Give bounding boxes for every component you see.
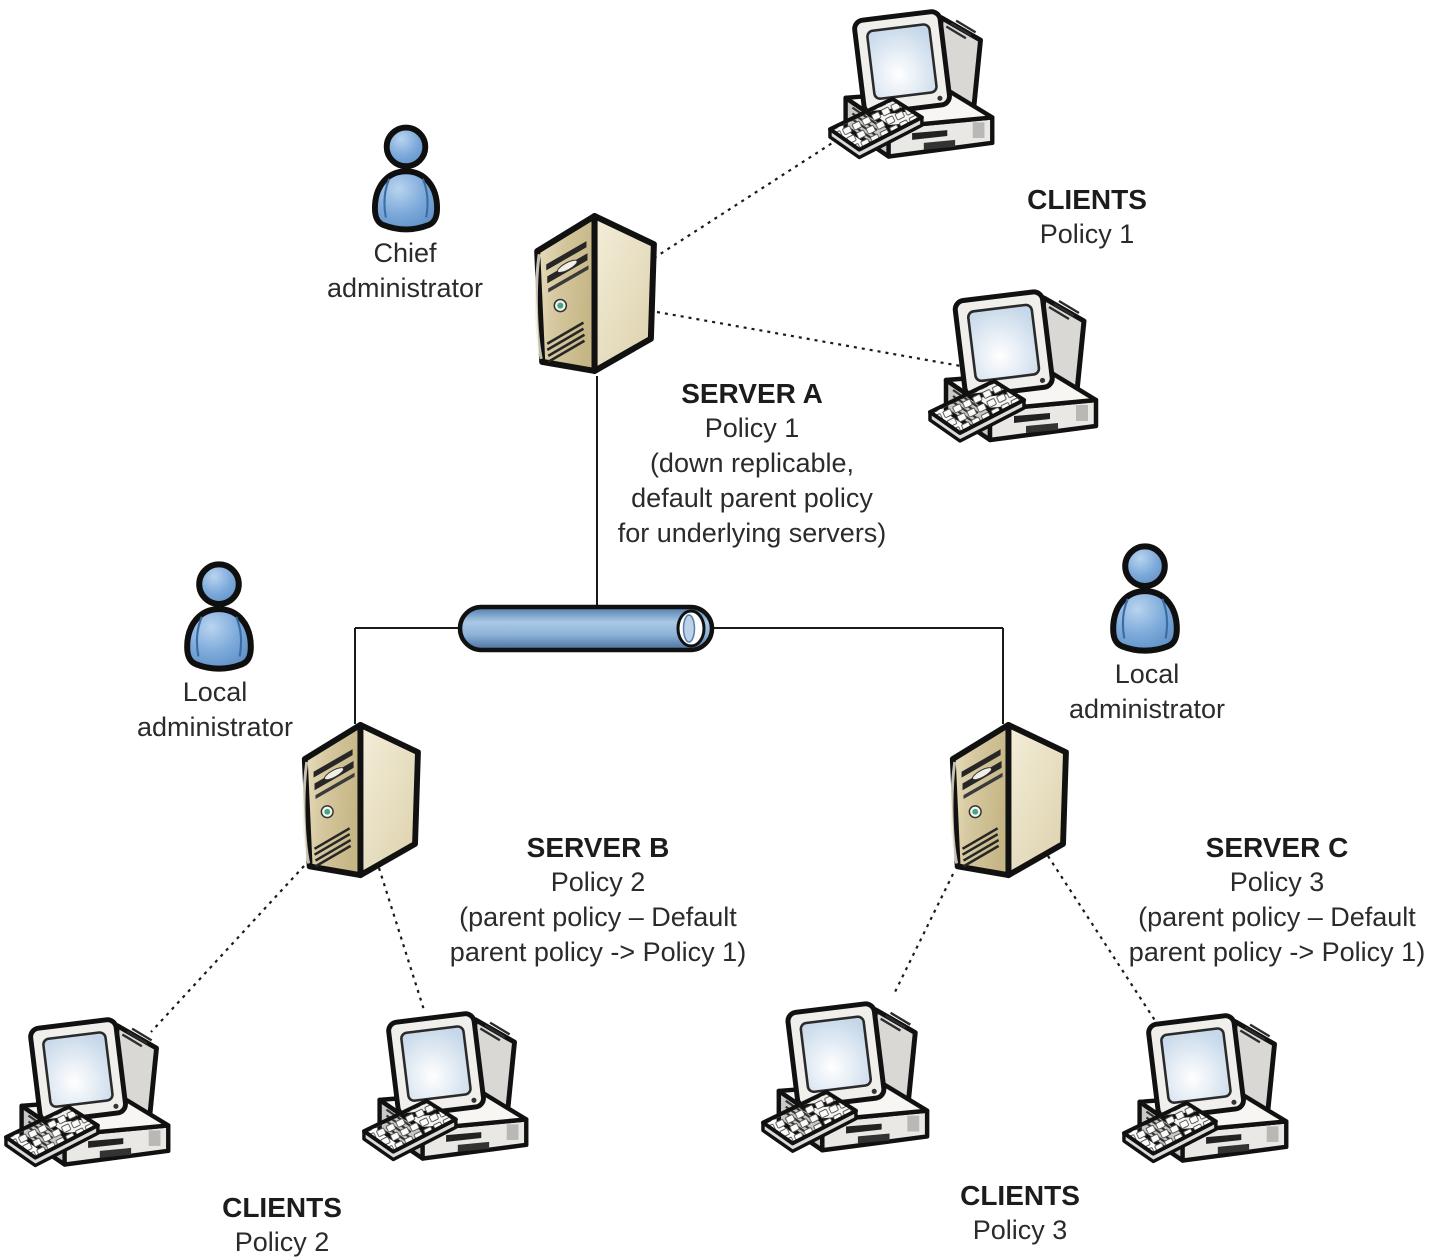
server-c-icon	[938, 721, 1070, 882]
local-administrator-right-label: Local administrator	[1069, 657, 1225, 727]
clients-policy-3-title: CLIENTS	[960, 1180, 1080, 1211]
server-a-policy: Policy 1	[704, 413, 800, 443]
server-c-policy: Policy 3	[1229, 867, 1325, 897]
server-a-note-2: default parent policy	[631, 483, 873, 513]
clients-policy-1-subtitle: Policy 1	[1039, 219, 1135, 249]
server-b-icon	[290, 721, 422, 882]
server-a-note-1: (down replicable,	[649, 448, 855, 478]
clients-policy-3-subtitle: Policy 3	[972, 1215, 1068, 1245]
local-administrator-left-label: Local administrator	[137, 675, 293, 745]
server-c-note-1: (parent policy – Default	[1138, 902, 1416, 932]
clients-policy-1-label: CLIENTS Policy 1	[1027, 182, 1147, 252]
network-bus-icon	[457, 604, 715, 653]
server-b-label: SERVER B Policy 2 (parent policy – Defau…	[450, 830, 746, 970]
server-a-note-3: for underlying servers)	[617, 518, 887, 548]
client-computer-top-2-icon	[928, 284, 1108, 464]
local-administrator-right-line2: administrator	[1068, 694, 1226, 724]
clients-policy-2-title: CLIENTS	[222, 1192, 342, 1223]
chief-administrator-icon	[364, 122, 448, 234]
server-c-label: SERVER C Policy 3 (parent policy – Defau…	[1129, 830, 1425, 970]
clients-policy-2-subtitle: Policy 2	[234, 1227, 330, 1257]
clients-policy-2-label: CLIENTS Policy 2	[222, 1190, 342, 1260]
server-c-note-2: parent policy -> Policy 1)	[1128, 937, 1426, 967]
server-a-title: SERVER A	[681, 378, 823, 409]
chief-administrator-label-line1: Chief	[373, 238, 437, 268]
local-administrator-right-line1: Local	[1114, 659, 1180, 689]
clients-policy-3-label: CLIENTS Policy 3	[960, 1178, 1080, 1248]
server-b-note-2: parent policy -> Policy 1)	[449, 937, 747, 967]
server-c-title: SERVER C	[1205, 832, 1349, 863]
server-b-title: SERVER B	[526, 832, 670, 863]
local-administrator-left-line2: administrator	[136, 712, 294, 742]
client-computer-bottom-right-1-icon	[760, 996, 940, 1174]
server-a-icon	[522, 212, 658, 378]
client-computer-top-1-icon	[828, 4, 1004, 180]
client-computer-bottom-left-2-icon	[362, 1006, 538, 1182]
local-administrator-left-line1: Local	[182, 677, 248, 707]
chief-administrator-label-line2: administrator	[326, 273, 484, 303]
server-b-note-1: (parent policy – Default	[459, 902, 737, 932]
server-b-policy: Policy 2	[550, 867, 646, 897]
client-computer-bottom-right-2-icon	[1122, 1008, 1298, 1184]
client-computer-bottom-left-1-icon	[4, 1012, 180, 1188]
chief-administrator-label: Chief administrator	[327, 236, 483, 306]
clients-policy-1-title: CLIENTS	[1027, 184, 1147, 215]
local-administrator-right-icon	[1102, 541, 1188, 655]
local-administrator-left-icon	[176, 559, 262, 673]
server-a-label: SERVER A Policy 1 (down replicable, defa…	[618, 376, 887, 551]
